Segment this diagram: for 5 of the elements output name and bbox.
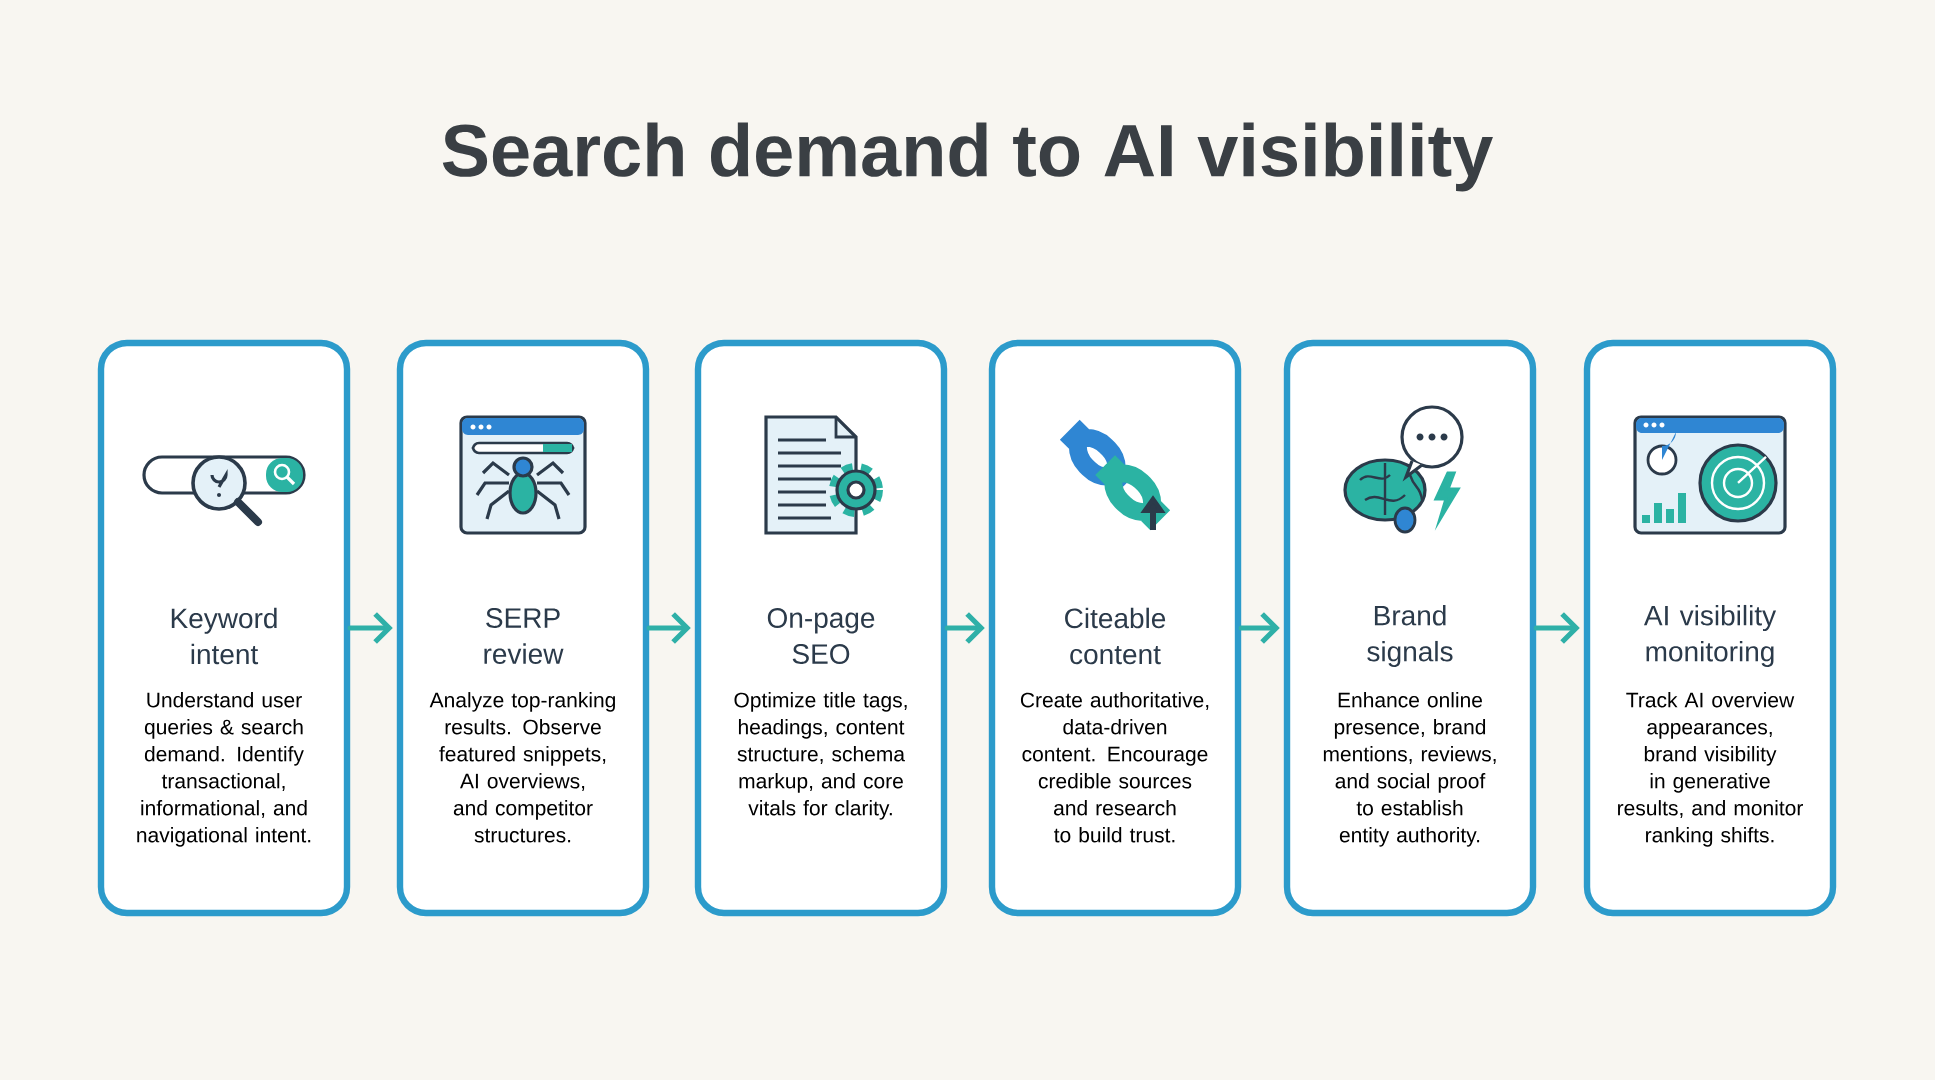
step-card: Citeable content Create authoritative, data-driven content. Encourage credible sources and research to build trust. <box>988 339 1242 917</box>
step-card: Keyword intent Understand user queries & search demand. Identify transactional, informational, and navigational intent. <box>97 339 351 917</box>
step-card: Brand signals Enhance online presence, brand mentions, reviews, and social proof to establish entity authority. <box>1283 339 1537 917</box>
title: Search demand to AI visibility <box>442 122 1493 192</box>
step-card: On-page SEO Optimize title tags, headings, content structure, schema markup, and core vitals for clarity. <box>694 339 948 917</box>
